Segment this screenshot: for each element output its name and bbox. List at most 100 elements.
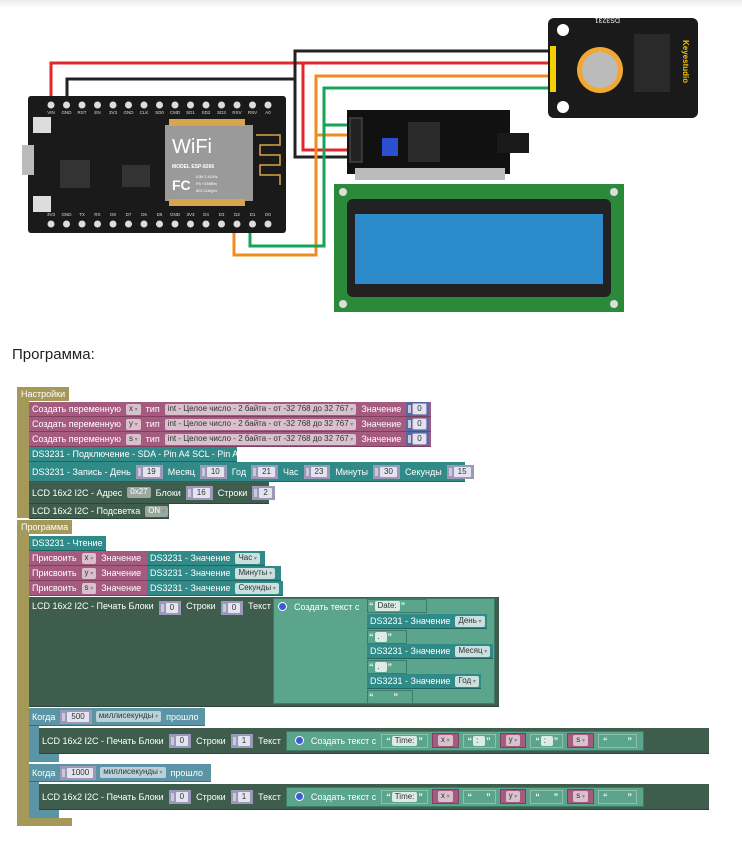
variable-block[interactable]: x bbox=[431, 789, 459, 804]
string-block[interactable]: “.” bbox=[367, 660, 407, 674]
assign-block[interactable]: Присвоить x Значение bbox=[29, 551, 147, 566]
variable-dropdown[interactable]: x bbox=[125, 403, 141, 415]
timer-block-1000[interactable]: Когда 1000 миллисекунды прошло bbox=[29, 764, 211, 782]
ds-field-dropdown[interactable]: Час bbox=[235, 552, 260, 564]
var-dropdown[interactable]: x bbox=[437, 735, 453, 746]
string-block[interactable]: “” bbox=[367, 690, 413, 704]
month-input[interactable]: 10 bbox=[205, 465, 225, 478]
variable-block[interactable]: y bbox=[499, 789, 527, 804]
ds-field-dropdown[interactable]: Минуты bbox=[235, 567, 276, 579]
string-block[interactable]: “:” bbox=[530, 733, 564, 748]
assign-var-dropdown[interactable]: y bbox=[81, 567, 97, 579]
string-block[interactable]: “Date:” bbox=[367, 599, 427, 613]
ds3231-write-block[interactable]: DS3231 - Запись - День 19 Месяц 10 Год 2… bbox=[29, 462, 474, 482]
var-dropdown[interactable]: x bbox=[437, 791, 453, 802]
lcd-init-block[interactable]: LCD 16x2 I2C - Адрес 0x27 Блоки 16 Строк… bbox=[29, 482, 275, 504]
ds-field-dropdown[interactable]: День bbox=[455, 615, 485, 627]
lcd-print-time-block[interactable]: LCD 16x2 I2C - Печать Блоки 0 Строки 1 Т… bbox=[39, 784, 709, 810]
gear-icon[interactable] bbox=[294, 792, 304, 801]
row-input[interactable]: 1 bbox=[236, 734, 252, 747]
variable-dropdown[interactable]: s bbox=[125, 433, 141, 445]
string-block[interactable]: “” bbox=[597, 733, 637, 748]
unit-dropdown[interactable]: миллисекунды bbox=[100, 767, 166, 778]
row-input[interactable]: 0 bbox=[226, 602, 242, 614]
string-block[interactable]: “ ” bbox=[530, 789, 564, 804]
ds-value-block[interactable]: DS3231 - Значение День bbox=[367, 614, 487, 629]
string-input[interactable]: Date: bbox=[374, 601, 400, 611]
ds-value-label: DS3231 - Значение bbox=[150, 568, 231, 578]
string-input[interactable]: : bbox=[540, 735, 553, 746]
assign-block[interactable]: Присвоить y Значение bbox=[29, 566, 147, 581]
string-input[interactable]: Time: bbox=[391, 735, 418, 746]
create-variable-block[interactable]: Создать переменную s тип int - Целое чис… bbox=[29, 432, 431, 447]
col-input[interactable]: 0 bbox=[164, 602, 180, 614]
string-block[interactable]: “:” bbox=[462, 733, 496, 748]
variable-dropdown[interactable]: y bbox=[125, 418, 141, 430]
lcd-print-time-block[interactable]: LCD 16x2 I2C - Печать Блоки 0 Строки 1 Т… bbox=[39, 728, 709, 754]
string-block[interactable]: “Time:” bbox=[381, 733, 428, 748]
ds-value-block[interactable]: DS3231 - Значение Час bbox=[147, 551, 265, 566]
variable-block[interactable]: s bbox=[567, 789, 594, 804]
assign-var-dropdown[interactable]: s bbox=[81, 582, 97, 594]
var-dropdown[interactable]: s bbox=[573, 735, 588, 746]
create-variable-block[interactable]: Создать переменную y тип int - Целое чис… bbox=[29, 417, 431, 432]
col-input[interactable]: 0 bbox=[174, 734, 190, 747]
row-input[interactable]: 1 bbox=[236, 790, 252, 803]
string-input[interactable]: : bbox=[473, 735, 486, 746]
value-input[interactable]: 0 bbox=[412, 433, 427, 445]
value-input[interactable]: 0 bbox=[412, 403, 427, 415]
minute-input[interactable]: 30 bbox=[379, 465, 398, 478]
cols-input[interactable]: 16 bbox=[191, 486, 211, 499]
variable-block[interactable]: x bbox=[431, 733, 459, 748]
month-label: Месяц bbox=[167, 466, 195, 477]
rows-input[interactable]: 2 bbox=[258, 486, 273, 499]
ds-value-block[interactable]: DS3231 - Значение Год bbox=[367, 674, 481, 689]
string-block[interactable]: “.” bbox=[367, 630, 407, 644]
value-input[interactable]: 0 bbox=[412, 418, 427, 430]
timer-block-500[interactable]: Когда 500 миллисекунды прошло bbox=[29, 708, 205, 726]
var-dropdown[interactable]: y bbox=[505, 791, 521, 802]
second-input[interactable]: 15 bbox=[452, 465, 472, 478]
ds-value-block[interactable]: DS3231 - Значение Месяц bbox=[367, 644, 493, 659]
string-input[interactable]: . bbox=[374, 632, 387, 642]
backlight-dropdown[interactable]: ON bbox=[145, 505, 168, 517]
gear-icon[interactable] bbox=[278, 602, 287, 611]
setup-hat[interactable]: Настройки bbox=[17, 387, 70, 401]
ds-field-dropdown[interactable]: Год bbox=[455, 675, 479, 687]
ds3231-connect-block[interactable]: DS3231 - Подключение - SDA - Pin A4 SCL … bbox=[29, 447, 243, 462]
string-block[interactable]: “ ” bbox=[462, 789, 496, 804]
interval-input[interactable]: 1000 bbox=[66, 766, 95, 779]
year-input[interactable]: 21 bbox=[257, 465, 277, 478]
variable-block[interactable]: s bbox=[567, 733, 594, 748]
string-input[interactable]: . bbox=[374, 662, 387, 672]
ds-field-dropdown[interactable]: Секунды bbox=[235, 582, 279, 594]
type-dropdown[interactable]: int - Целое число - 2 байта - от -32 768… bbox=[164, 418, 357, 430]
interval-input[interactable]: 500 bbox=[66, 710, 90, 723]
assign-var-dropdown[interactable]: x bbox=[81, 552, 97, 564]
gear-icon[interactable] bbox=[294, 736, 304, 745]
ds-value-block[interactable]: DS3231 - Значение Секунды bbox=[147, 581, 283, 596]
address-field[interactable]: 0x27 bbox=[127, 487, 151, 498]
ds3231-read-block[interactable]: DS3231 - Чтение bbox=[29, 536, 106, 551]
create-text-block[interactable]: Создать текст с “Time:” x “ ” y “ ” s “” bbox=[285, 786, 644, 807]
lcd-backlight-block[interactable]: LCD 16x2 I2C - Подсветка ON bbox=[29, 504, 169, 519]
create-variable-block[interactable]: Создать переменную x тип int - Целое чис… bbox=[29, 402, 431, 417]
ds-field-dropdown[interactable]: Месяц bbox=[455, 645, 491, 657]
ds-value-block[interactable]: DS3231 - Значение Минуты bbox=[147, 566, 281, 581]
hour-input[interactable]: 23 bbox=[309, 465, 329, 478]
type-dropdown[interactable]: int - Целое число - 2 байта - от -32 768… bbox=[164, 403, 357, 415]
string-block[interactable]: “Time:” bbox=[381, 789, 428, 804]
type-dropdown[interactable]: int - Целое число - 2 байта - от -32 768… bbox=[164, 433, 357, 445]
unit-dropdown[interactable]: миллисекунды bbox=[95, 711, 162, 722]
program-hat[interactable]: Программа bbox=[17, 520, 73, 534]
var-dropdown[interactable]: y bbox=[505, 735, 521, 746]
variable-block[interactable]: y bbox=[499, 733, 527, 748]
col-input[interactable]: 0 bbox=[174, 790, 190, 803]
string-block[interactable]: “” bbox=[597, 789, 637, 804]
assign-block[interactable]: Присвоить s Значение bbox=[29, 581, 147, 596]
var-dropdown[interactable]: s bbox=[573, 791, 588, 802]
string-input[interactable]: Time: bbox=[391, 791, 418, 802]
day-input[interactable]: 19 bbox=[141, 465, 161, 478]
timer-spine bbox=[29, 782, 39, 818]
create-text-block[interactable]: Создать текст с “Time:” x “:” y “:” s “” bbox=[285, 730, 644, 751]
